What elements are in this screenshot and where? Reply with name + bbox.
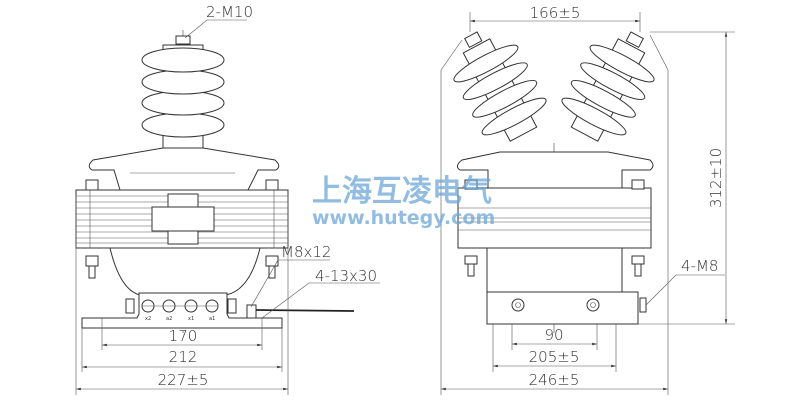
dim-212: 212	[169, 348, 198, 366]
mounting-hole	[586, 298, 600, 312]
side-view: 166±5 312±10 4-M8 90 205±5 246±5	[440, 4, 735, 395]
lower-body	[486, 247, 623, 293]
skirt	[88, 147, 280, 191]
bolt-icon	[464, 255, 478, 265]
mounting-slot-label: 4-13x30	[315, 267, 377, 285]
dim-205: 205±5	[529, 348, 580, 366]
insulator-shed	[141, 112, 225, 138]
ground-bolt-label: M8x12	[281, 243, 331, 261]
base-plate	[81, 292, 283, 329]
mounting-hole	[511, 298, 525, 312]
bolt-icon	[639, 297, 647, 313]
lower-body	[109, 247, 261, 296]
bolt-icon	[265, 179, 279, 191]
terminal-label: a1	[209, 316, 215, 322]
bolt-icon	[631, 255, 645, 265]
base-bracket	[486, 291, 639, 325]
bolt-icon	[85, 255, 99, 267]
bolt-icon	[464, 179, 478, 190]
bolt-icon	[631, 179, 645, 190]
insulator-left	[453, 31, 547, 142]
insulator-shed	[141, 47, 225, 73]
dim-170: 170	[169, 327, 198, 345]
terminal-block: x2 a2 x1 a1	[141, 299, 219, 322]
insulator-right	[561, 31, 655, 142]
insulator-shed	[141, 69, 225, 95]
mounting-bolt-label: 4-M8	[681, 257, 718, 275]
dim-227: 227±5	[158, 371, 209, 389]
insulator-shed	[141, 90, 225, 116]
bolt-icon	[85, 179, 99, 191]
bolt-icon	[265, 255, 279, 267]
front-view: x2 a2 x1 a1 2-M10 M8x12 4-13x30 170 212 …	[75, 3, 380, 395]
dim-166: 166±5	[530, 4, 581, 22]
top-terminal-nut-icon	[175, 35, 191, 45]
watermark-company: 上海互凌电气	[312, 174, 492, 209]
dim-312: 312±10	[707, 148, 725, 208]
top-terminal-label: 2-M10	[206, 3, 253, 21]
watermark-url: www.hutegy.com	[312, 207, 495, 229]
terminal-label: a2	[166, 316, 172, 322]
dim-246: 246±5	[529, 371, 580, 389]
terminal-label: x2	[145, 316, 151, 322]
terminal-label: x1	[188, 316, 194, 322]
dim-90: 90	[544, 326, 563, 344]
